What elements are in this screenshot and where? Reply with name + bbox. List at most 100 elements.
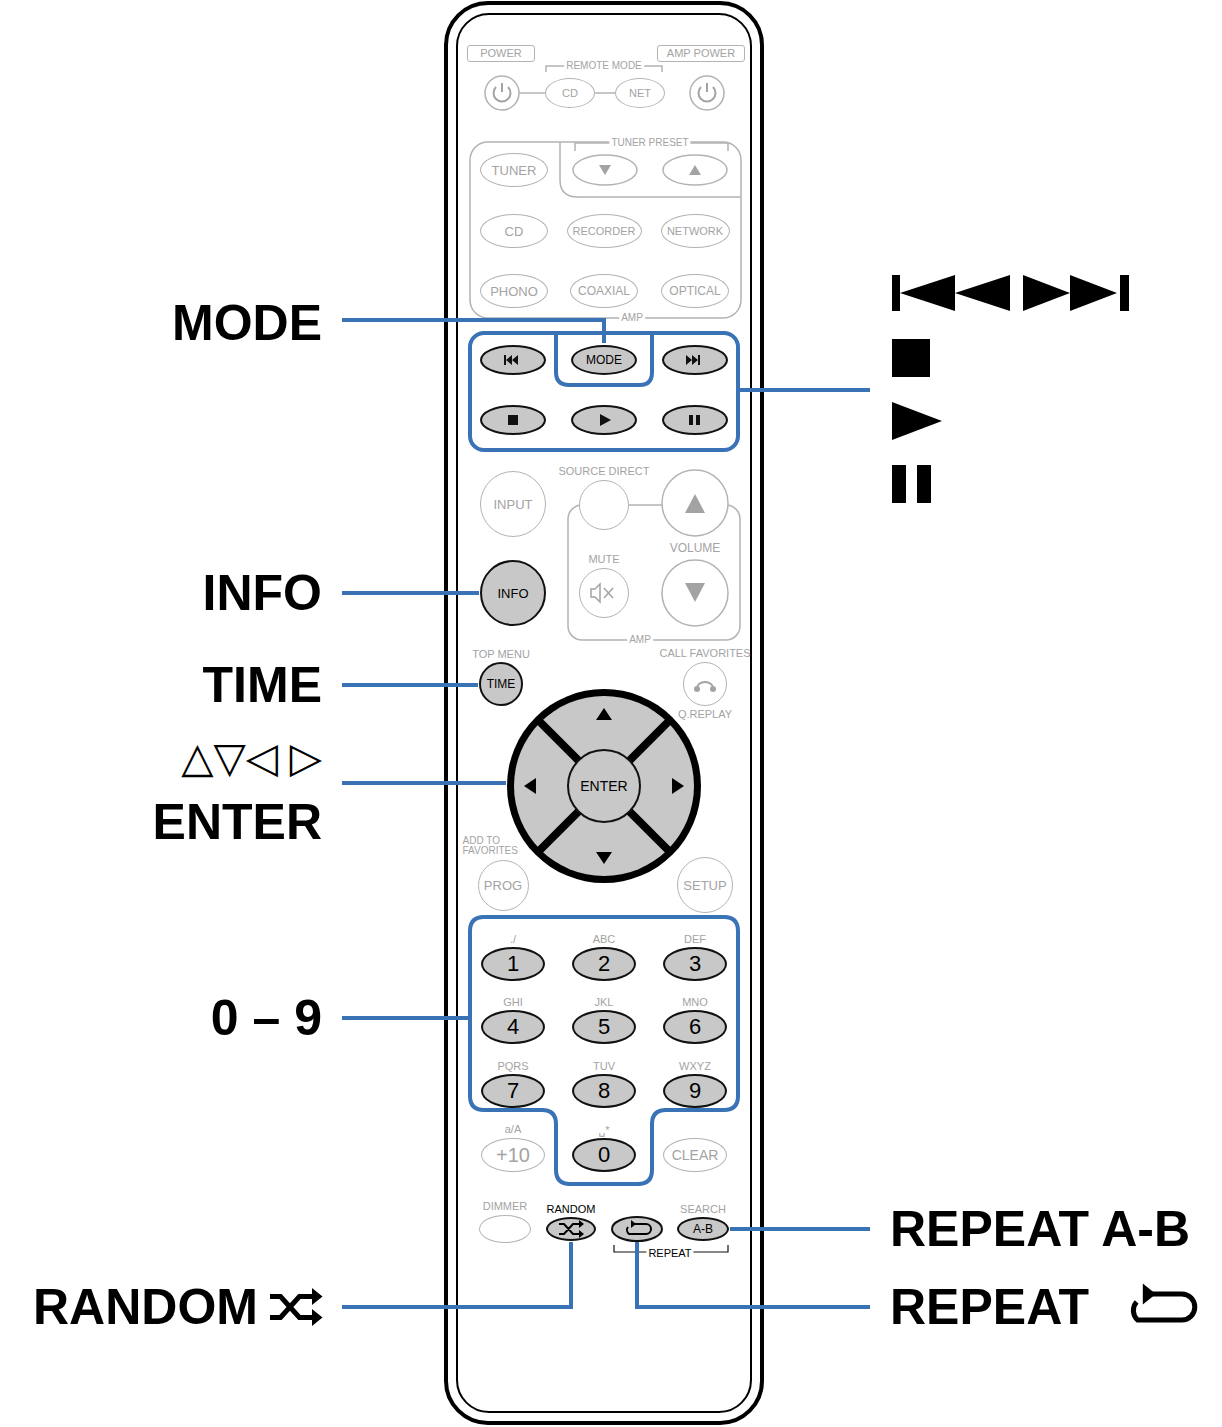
- callout-label: REPEAT: [890, 1282, 1089, 1332]
- remote-button: RANDOM: [546, 1217, 596, 1241]
- button-caption: ␣*: [598, 1125, 609, 1136]
- callout-label: ENTER: [153, 797, 322, 847]
- stop-callout-icon: [892, 339, 930, 377]
- skip-back-icon: [504, 355, 518, 365]
- button-label: PROG: [484, 879, 522, 892]
- button-label: TUNER: [492, 164, 537, 177]
- mute-icon: [591, 584, 600, 602]
- remote-button: SETUP: [677, 857, 733, 913]
- dpad-down-arrow: [596, 852, 612, 864]
- button-label: SETUP: [683, 879, 726, 892]
- remote-button: ADD TO FAVORITESPROG: [478, 860, 529, 911]
- button-label: 9: [689, 1080, 701, 1102]
- remote-button: PQRS7: [481, 1074, 545, 1108]
- power-icon: [493, 87, 510, 102]
- volume-down-icon: [685, 583, 705, 602]
- transport-button: [572, 406, 636, 434]
- button-caption: ADD TO FAVORITES: [463, 836, 527, 856]
- transport-button: [481, 346, 545, 374]
- volume-down-button: [662, 560, 728, 626]
- remote-button: CD: [480, 214, 548, 248]
- remote-button: RECORDER: [567, 214, 642, 248]
- button-label: OPTICAL: [669, 285, 720, 297]
- power-icon: [698, 87, 715, 102]
- button-label: CLEAR: [672, 1148, 719, 1162]
- button-caption: SEARCH: [680, 1204, 726, 1215]
- group-label: VOLUME: [668, 542, 723, 554]
- remote-button: ABC2: [572, 947, 636, 981]
- button-label: RECORDER: [573, 226, 636, 237]
- callout-label: REPEAT A-B: [890, 1204, 1190, 1254]
- button-label: PHONO: [490, 285, 538, 298]
- preset-down-icon: [599, 165, 611, 175]
- button-label: AMP POWER: [667, 48, 735, 59]
- remote-button: MUTE: [579, 568, 629, 618]
- button-caption: CALL FAVORITES: [659, 648, 750, 659]
- favorites-icon: [697, 682, 713, 688]
- button-caption: a/A: [505, 1124, 522, 1135]
- preset-down-button: [573, 155, 637, 185]
- number-callout-outline: [470, 917, 738, 1184]
- transport-button: [663, 406, 727, 434]
- mute-icon: [604, 588, 613, 598]
- preset-up-icon: [689, 165, 701, 175]
- skip-forward-icon: [686, 355, 700, 365]
- leader-line: [342, 320, 604, 343]
- tuner-preset-outline: [560, 142, 741, 197]
- button-caption: PQRS: [497, 1061, 528, 1072]
- button-caption: MNO: [682, 997, 708, 1008]
- repeat-button: [612, 1217, 662, 1241]
- button-caption: SOURCE DIRECT: [558, 466, 649, 477]
- button-caption: ./: [510, 934, 516, 945]
- button-label: CD: [505, 225, 524, 238]
- dpad-face: [514, 696, 694, 876]
- button-label: A-B: [693, 1223, 713, 1235]
- random-icon: [559, 1224, 579, 1234]
- button-label: 5: [598, 1016, 610, 1038]
- button-label: NET: [629, 88, 651, 99]
- callout-label: MODE: [172, 298, 322, 348]
- group-label: REPEAT: [646, 1248, 693, 1259]
- button-label: MODE: [586, 354, 622, 366]
- source-group-outline: [470, 142, 741, 318]
- random-icon: [579, 1220, 584, 1238]
- remote-button: INPUT: [480, 471, 546, 537]
- button-label: 1: [507, 953, 519, 975]
- button-caption: DEF: [684, 934, 706, 945]
- remote-button: ./1: [481, 947, 545, 981]
- stop-icon: [508, 415, 518, 425]
- transport-button: [481, 406, 545, 434]
- button-label: 3: [689, 953, 701, 975]
- remote-button: MNO6: [663, 1010, 727, 1044]
- dpad-ring: [507, 689, 701, 883]
- button-label: NETWORK: [667, 226, 723, 237]
- power-icon: [706, 83, 708, 92]
- group-label: AMP: [627, 635, 653, 645]
- remote-inner-edge: [457, 14, 751, 1412]
- play-icon: [600, 414, 611, 426]
- remote-button: WXYZ9: [663, 1074, 727, 1108]
- play-callout-icon: [892, 402, 942, 440]
- dpad-up-arrow: [596, 708, 612, 720]
- remote-button: MODE: [571, 345, 637, 375]
- random-icon: [270, 1297, 312, 1318]
- button-label: TIME: [487, 678, 516, 690]
- remote-button: SEARCHA-B: [677, 1217, 729, 1241]
- skip-callout-icon: [892, 275, 1010, 311]
- button-caption: WXYZ: [679, 1061, 711, 1072]
- button-caption: GHI: [503, 997, 523, 1008]
- remote-button: COAXIAL: [570, 274, 638, 308]
- button-label: COAXIAL: [578, 285, 630, 297]
- button-label: CD: [562, 88, 578, 99]
- button-caption: DIMMER: [483, 1201, 528, 1212]
- button-label: INPUT: [494, 498, 533, 511]
- callout-label: △▽◁ ▷: [181, 737, 322, 779]
- remote-button: DEF3: [663, 947, 727, 981]
- button-label: POWER: [480, 48, 522, 59]
- volume-up-icon: [685, 494, 705, 513]
- dpad-divider: [537, 719, 671, 853]
- leader-line: [342, 781, 506, 785]
- callout-label: 0 – 9: [211, 993, 322, 1043]
- remote-button: PHONO: [480, 274, 548, 308]
- dpad-divider: [537, 719, 671, 853]
